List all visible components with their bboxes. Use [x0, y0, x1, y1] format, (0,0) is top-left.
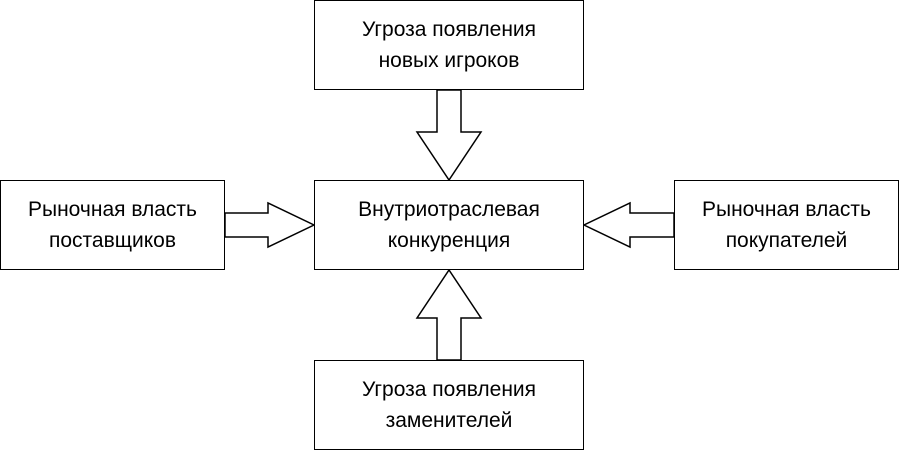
arrow-bottom-to-center [415, 268, 483, 361]
box-supplier-power-label: Рыночная власть поставщиков [27, 198, 197, 252]
box-industry-rivalry-label: Внутриотраслевая конкуренция [358, 198, 540, 252]
box-buyer-power-label: Рыночная власть покупателей [701, 198, 871, 252]
box-industry-rivalry: Внутриотраслевая конкуренция [314, 180, 584, 270]
box-substitutes-threat-label: Угроза появления заменителей [361, 378, 537, 432]
box-new-entrants-threat: Угроза появления новых игроков [314, 0, 584, 90]
arrow-right-to-center [582, 201, 675, 249]
box-buyer-power: Рыночная власть покупателей [674, 180, 899, 270]
arrow-left-to-center [224, 201, 316, 249]
box-substitutes-threat: Угроза появления заменителей [314, 360, 584, 450]
box-new-entrants-threat-label: Угроза появления новых игроков [361, 18, 537, 72]
arrow-top-to-center [415, 89, 483, 182]
box-supplier-power: Рыночная власть поставщиков [0, 180, 225, 270]
